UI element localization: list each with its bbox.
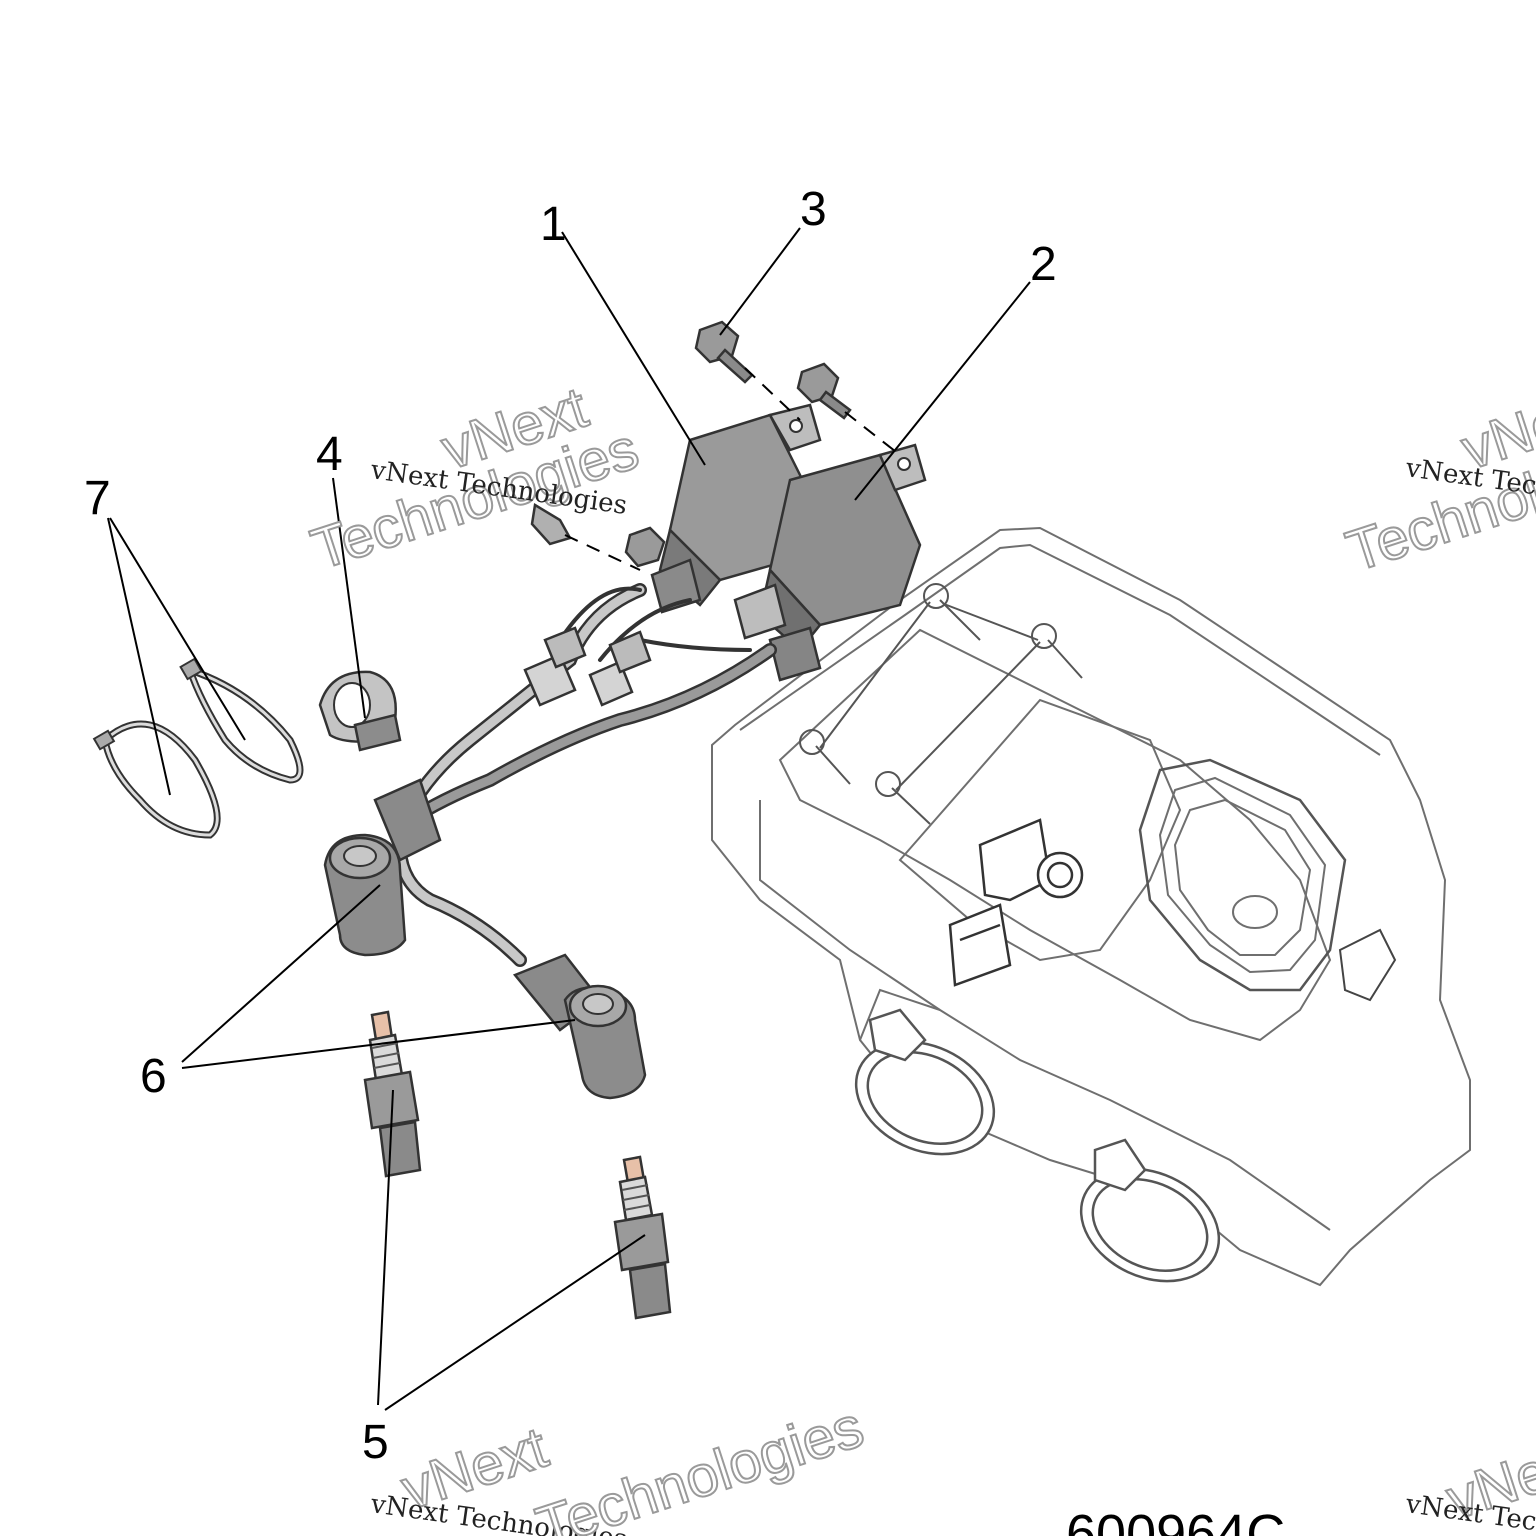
- harness-connector-left: [523, 626, 587, 707]
- coil-bolt-upper-left: [694, 320, 754, 384]
- figure-number: 600964C: [1066, 1504, 1285, 1536]
- watermark-word2: Technologies: [529, 1394, 871, 1536]
- callout-5: 5: [362, 1416, 389, 1469]
- callout-7: 7: [84, 472, 111, 525]
- coil-bolt-upper-right: [796, 362, 852, 420]
- cable-tie-left: [92, 720, 221, 839]
- spark-plug-cap-left: [323, 778, 442, 957]
- leader-6b: [181, 1019, 576, 1069]
- callout-3: 3: [800, 183, 827, 236]
- ignition-coil-2: [733, 443, 927, 682]
- leader-6a: [181, 884, 381, 1063]
- callout-1: 1: [540, 198, 567, 251]
- assembly-line-bolt-1: [744, 367, 801, 421]
- leader-3: [719, 227, 801, 336]
- coil-bolt-lower: [530, 502, 666, 568]
- callout-4: 4: [316, 428, 343, 481]
- airbox-assembly: [711, 526, 1471, 1287]
- assembly-line-bolt-3: [564, 534, 641, 571]
- leader-5a: [377, 1089, 394, 1406]
- leader-1: [561, 231, 706, 466]
- harness-connector-right: [588, 630, 652, 707]
- callout-6: 6: [140, 1050, 167, 1103]
- leader-4: [332, 477, 366, 719]
- spark-plug-right: [613, 1155, 672, 1320]
- callout-2: 2: [1030, 238, 1057, 291]
- leader-5b: [384, 1234, 646, 1411]
- leader-7a: [107, 517, 171, 796]
- cable-tie-right: [179, 657, 304, 784]
- leader-lines: [107, 227, 1031, 1411]
- leader-7b: [109, 517, 246, 741]
- leader-2: [854, 281, 1031, 501]
- spark-plug-cap-right: [512, 953, 647, 1100]
- assembly-line-bolt-2: [844, 411, 901, 456]
